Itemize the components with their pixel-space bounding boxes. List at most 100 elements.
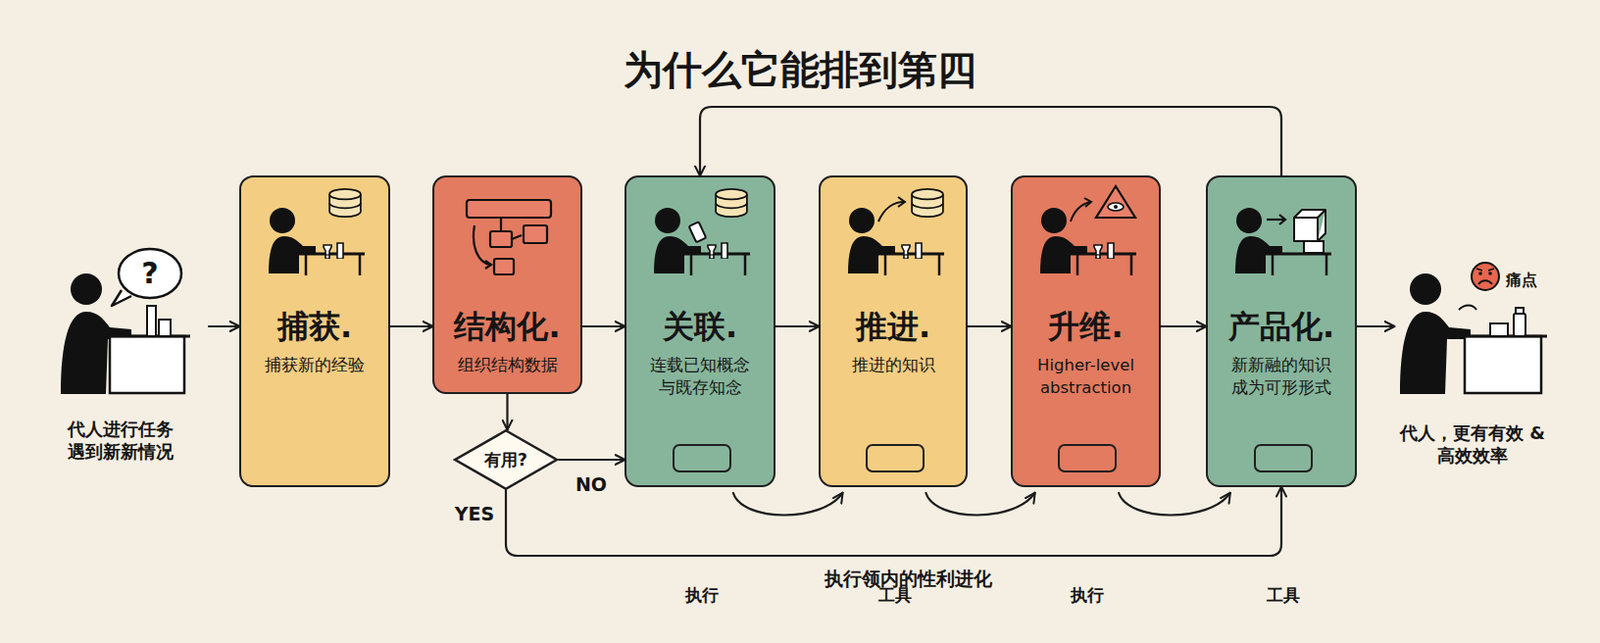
edge-label: NO <box>575 473 607 496</box>
step-heading: 升维. <box>1012 306 1159 347</box>
process-box: 产品化. 新新融的知识 成为可形形式工具 <box>1205 175 1357 488</box>
flow-arrow <box>505 487 1282 556</box>
mode-tag: 执行 <box>672 444 732 473</box>
flow-arrow <box>775 325 819 328</box>
step-heading: 结构化. <box>434 306 581 347</box>
capture-icon-part <box>329 189 361 217</box>
decision-text: 有用? <box>484 449 528 472</box>
ending-person-part <box>1400 311 1471 395</box>
relate-icon-part <box>715 189 748 217</box>
speech-mark: ? <box>141 255 158 291</box>
structure-icon-part <box>500 217 502 232</box>
starting-person-part <box>103 335 191 339</box>
process-box: 结构化. 组织结构数据 <box>432 175 583 395</box>
curved-arrow <box>925 493 1035 516</box>
step-body: Higher-level abstraction <box>1020 353 1151 400</box>
elevate-icon-part <box>1094 243 1114 259</box>
speech-bubble-part <box>118 249 182 299</box>
relate-icon-part <box>653 207 750 276</box>
productize-icon-part <box>1279 214 1286 225</box>
elevate-icon-part <box>1070 201 1091 222</box>
mode-tag: 工具 <box>865 444 925 473</box>
speech-bubble <box>111 249 182 306</box>
advance-icon-part <box>878 201 904 222</box>
step-heading: 关联. <box>626 306 774 347</box>
starting-person-part <box>60 311 132 395</box>
step-body: 连载已知概念 与既存知念 <box>634 353 766 400</box>
elevate-icon-part <box>1084 198 1092 207</box>
decision-diamond: 有用? <box>452 429 559 491</box>
speech-bubble-part <box>111 290 132 306</box>
advance-icon-part <box>848 207 945 276</box>
ending-person-part <box>1515 307 1524 314</box>
step-body: 推进的知识 <box>828 353 958 377</box>
actor-end: 代人，更有有效 &高效效率 <box>1394 259 1551 471</box>
flow-arrow <box>558 458 625 461</box>
advance-icon <box>848 189 945 276</box>
structure-icon-part <box>523 225 548 244</box>
ending-person <box>1400 273 1548 395</box>
pain-face-part <box>1478 271 1483 276</box>
step-body: 组织结构数据 <box>442 353 573 377</box>
ending-person-part <box>1490 323 1508 337</box>
flow-arrow <box>1160 325 1206 328</box>
advance-icon-part <box>911 189 944 217</box>
elevate-icon-part <box>1096 186 1136 218</box>
ending-person-part <box>1409 273 1442 305</box>
pain-face-part <box>1476 268 1495 271</box>
capture-icon-part <box>268 207 365 276</box>
productize-icon <box>1235 207 1332 276</box>
structure-icon-part <box>494 258 514 275</box>
flow-arrow <box>582 325 625 328</box>
flow-arrow <box>208 325 240 328</box>
ending-person-part <box>1513 313 1526 337</box>
process-box: 关联. 连载已知概念 与既存知念执行 <box>624 175 776 488</box>
advance-icon-part <box>898 197 905 207</box>
process-box: 捕获.捕获新的经验 <box>239 175 391 488</box>
structure-icon-part <box>490 231 512 248</box>
structure-icon-part <box>466 200 551 218</box>
step-heading: 捕获. <box>241 306 389 347</box>
ending-person-part <box>1458 305 1477 311</box>
advance-icon-part <box>901 243 922 259</box>
tag-text: 执行 <box>1059 575 1115 615</box>
actor-caption: 代人，更有有效 &高效效率 <box>1394 421 1551 467</box>
process-box: 推进. 推进的知识工具 <box>818 175 968 488</box>
mode-tag: 执行 <box>1057 444 1117 473</box>
starting-person-part <box>70 273 102 305</box>
structure-icon-part <box>473 225 491 265</box>
flow-arrow <box>390 325 433 328</box>
elevate-icon-part <box>1113 204 1118 209</box>
process-box: 升维. Higher-level abstraction 执行 <box>1010 175 1161 488</box>
edge-label: YES <box>454 502 495 525</box>
flow-arrow <box>967 325 1011 328</box>
flow-arrow <box>700 106 1282 176</box>
diagram-title: 为什么它能排到第四 <box>0 43 1600 98</box>
step-heading: 产品化. <box>1207 306 1355 347</box>
step-heading: 推进. <box>820 306 966 347</box>
structure-icon-part <box>485 260 492 269</box>
actor-start: 代人进行任务 遇到新新情况 <box>32 245 209 463</box>
tag-text: 执行 <box>674 575 730 615</box>
ending-person-part <box>1458 335 1548 339</box>
step-body: 新新融的知识 成为可形形式 <box>1215 353 1348 400</box>
starting-person <box>60 273 191 395</box>
mode-tag: 工具 <box>1253 444 1313 473</box>
ending-person-part <box>1464 336 1542 394</box>
pain-face-part <box>1488 271 1493 276</box>
starting-person-part <box>147 305 156 337</box>
pain-face <box>1471 262 1500 291</box>
starting-person-part <box>109 336 185 394</box>
relate-icon <box>653 189 750 276</box>
flow-arrow <box>505 394 508 430</box>
actor-caption: 代人进行任务 遇到新新情况 <box>32 417 209 463</box>
starting-person-part <box>158 319 171 337</box>
pain-face-part <box>1471 262 1500 291</box>
curved-arrow <box>1118 493 1230 516</box>
productize-icon-part <box>1294 209 1326 242</box>
flow-arrow <box>1356 325 1395 328</box>
tag-text: 工具 <box>1255 575 1311 615</box>
relate-icon-part <box>689 221 707 243</box>
productize-icon-part <box>1235 207 1332 276</box>
